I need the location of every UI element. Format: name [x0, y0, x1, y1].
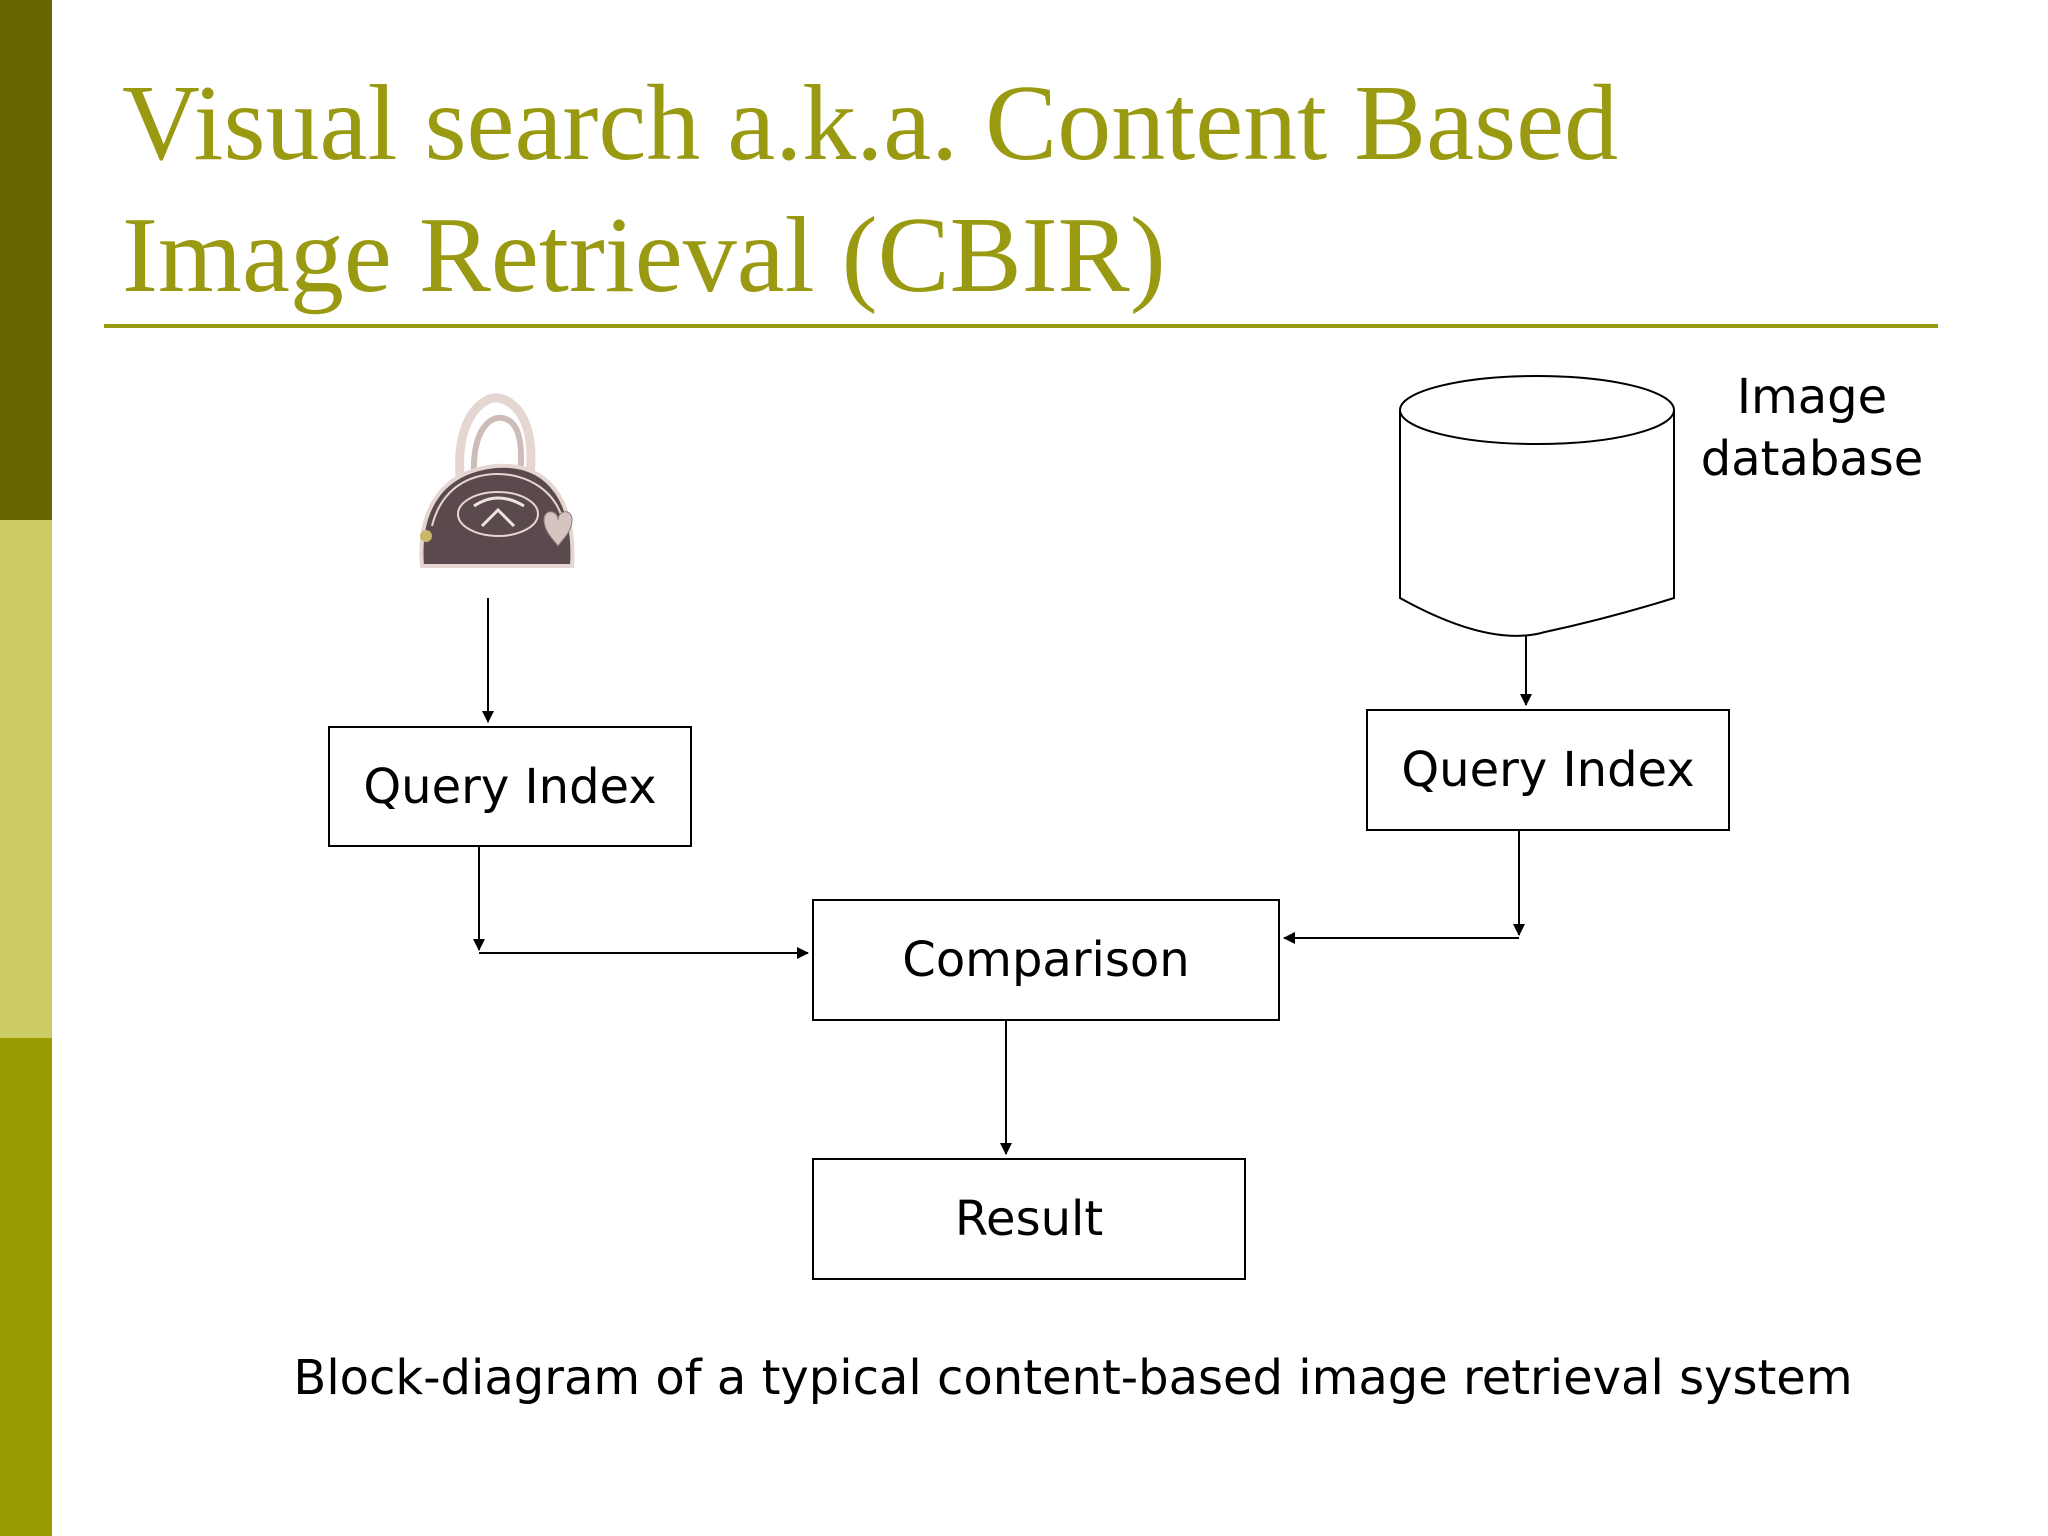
sidebar-stripe-bottom [0, 1038, 52, 1536]
result-label: Result [954, 1191, 1104, 1247]
image-database-label-line-1: Image [1736, 369, 1888, 425]
query-index-box-left: Query Index [328, 726, 692, 847]
handbag-icon [419, 393, 575, 568]
sidebar-stripe-top [0, 0, 52, 520]
comparison-label: Comparison [902, 932, 1190, 988]
diagram-caption: Block-diagram of a typical content-based… [293, 1350, 1853, 1406]
slide-title-line-1: Visual search a.k.a. Content Based [122, 64, 1619, 183]
title-underline [104, 324, 1938, 328]
database-cylinder-icon [1399, 375, 1675, 637]
image-database-label-line-2: database [1700, 431, 1924, 487]
comparison-box: Comparison [812, 899, 1280, 1021]
image-database-label: Image database [1682, 366, 1942, 490]
result-box: Result [812, 1158, 1246, 1280]
query-index-box-right: Query Index [1366, 709, 1730, 831]
slide-title-line-2: Image Retrieval (CBIR) [122, 196, 1166, 315]
query-index-label-right: Query Index [1401, 742, 1695, 798]
slide-title: Visual search a.k.a. Content Based Image… [122, 58, 1922, 322]
sidebar-stripe-middle [0, 520, 52, 1038]
query-index-label-left: Query Index [363, 758, 657, 815]
